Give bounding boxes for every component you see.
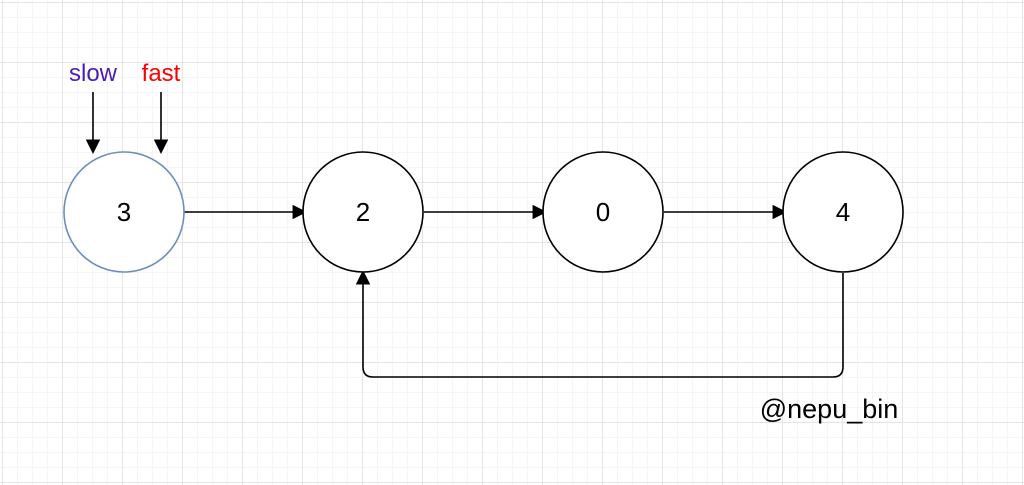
watermark-text: @nepu_bin bbox=[760, 394, 899, 424]
slow-pointer-label: slow bbox=[69, 60, 118, 87]
node-2: 2 bbox=[302, 151, 424, 273]
node-3-circle bbox=[63, 151, 185, 273]
node-0-label: 0 bbox=[596, 197, 610, 227]
node-4: 4 bbox=[782, 151, 904, 273]
cycle-edge-4-to-2 bbox=[355, 270, 844, 378]
node-3: 3 bbox=[63, 151, 185, 273]
node-0: 0 bbox=[542, 151, 664, 273]
node-0-circle bbox=[542, 151, 664, 273]
node-3-label: 3 bbox=[117, 197, 131, 227]
node-4-circle bbox=[782, 151, 904, 273]
node-2-circle bbox=[302, 151, 424, 273]
node-4-label: 4 bbox=[836, 197, 850, 227]
node-2-label: 2 bbox=[356, 197, 370, 227]
fast-pointer-label: fast bbox=[142, 60, 181, 87]
